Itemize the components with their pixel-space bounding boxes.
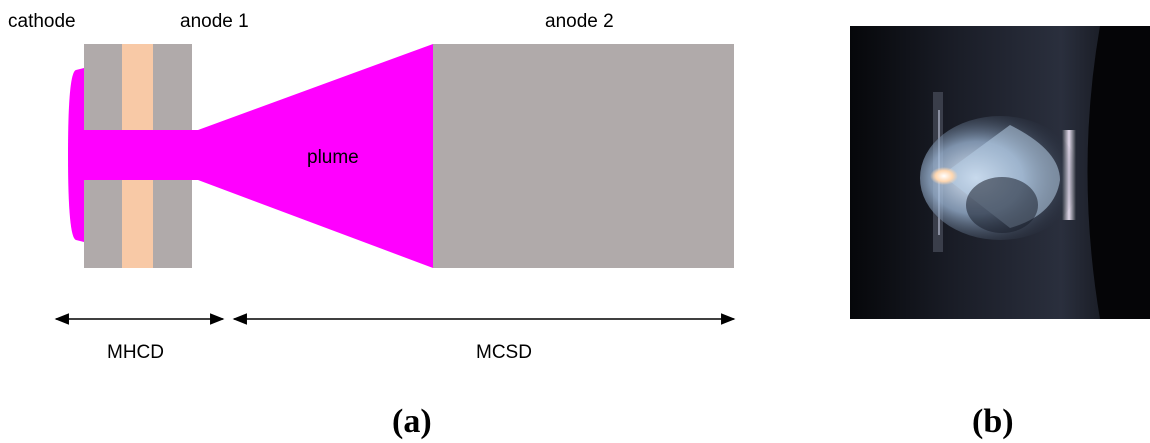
plume-label: plume xyxy=(307,147,359,168)
dielectric-top xyxy=(122,44,153,130)
cathode-plasma-cap xyxy=(68,68,84,242)
anode2-label: anode 2 xyxy=(545,11,614,32)
photo-shadow-lobe xyxy=(966,177,1038,233)
photo-plasma-core xyxy=(930,167,958,185)
mhcd-label: MHCD xyxy=(107,342,164,363)
caption-a: (a) xyxy=(392,403,432,440)
anode1-label: anode 1 xyxy=(180,11,249,32)
plume-region xyxy=(198,44,433,268)
anode1-electrode-bottom xyxy=(153,180,192,268)
discharge-photo xyxy=(850,26,1150,319)
cathode-electrode-top xyxy=(84,44,122,130)
cathode-electrode-bottom xyxy=(84,180,122,268)
anode1-electrode-top xyxy=(153,44,192,130)
dielectric-bottom xyxy=(122,180,153,268)
caption-b: (b) xyxy=(972,403,1014,440)
anode2-electrode xyxy=(433,44,734,268)
mhcd-hole-plasma xyxy=(80,130,204,180)
mcsd-label: MCSD xyxy=(476,342,532,363)
schematic-panel: cathode anode 1 anode 2 plume MHCD MCSD xyxy=(8,11,736,363)
cathode-label: cathode xyxy=(8,11,76,32)
photo-chamber-wall xyxy=(1087,26,1150,319)
